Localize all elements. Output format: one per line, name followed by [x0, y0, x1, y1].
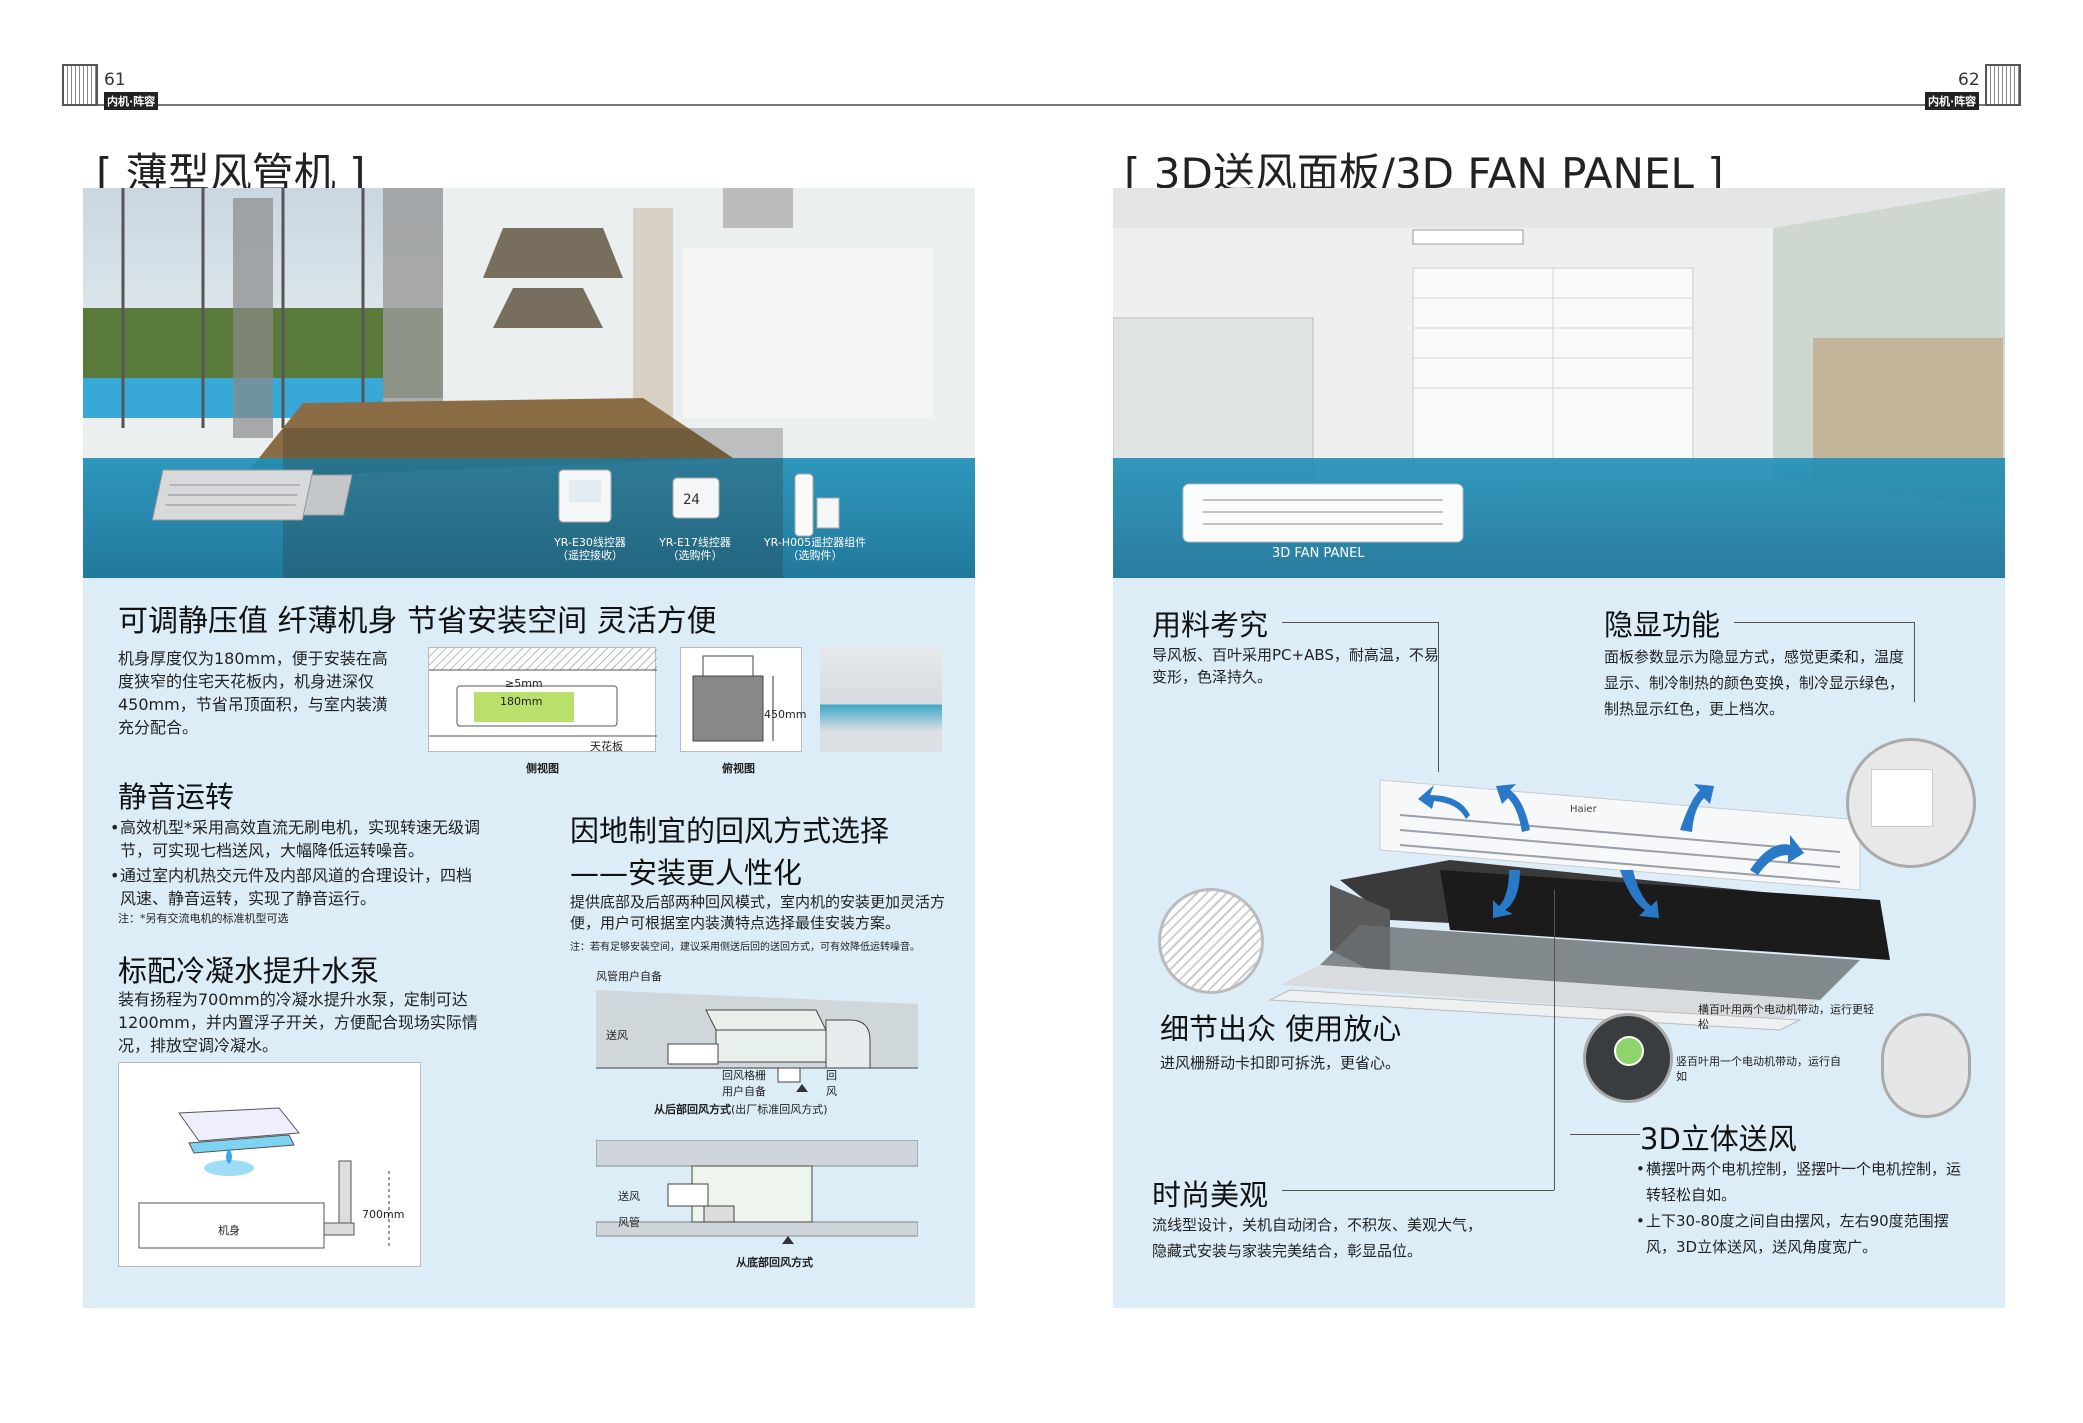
- page-corner-icon-right: [1985, 64, 2021, 106]
- page-tag-left: 内机·阵容: [104, 92, 159, 110]
- return-air-text: 提供底部及后部两种回风模式，室内机的安装更加灵活方便，用户可根据室内装潢特点选择…: [570, 893, 946, 932]
- page-number-left: 61: [104, 70, 126, 90]
- side-view-diagram: [428, 647, 657, 752]
- leader-line: [1554, 890, 1555, 1190]
- airflow-item-1: 横摆叶两个电机控制，竖摆叶一个电机控制，运转轻松自如。: [1636, 1156, 1966, 1208]
- hero-caption-e30: YR-E30线控器（遥控接收）: [554, 536, 626, 562]
- airflow-title: 3D立体送风: [1640, 1122, 1797, 1156]
- leader-line: [1438, 622, 1439, 772]
- vertical-motor-zoom-circle: [1583, 1013, 1673, 1103]
- horizontal-motor-zoom-circle: [1881, 1013, 1971, 1118]
- motor-vertical-note: 竖百叶用一个电动机带动，运行自如: [1676, 1055, 1841, 1083]
- hidden-title: 隐显功能: [1604, 608, 1721, 642]
- quiet-item-1: 高效机型*采用高效直流无刷电机，实现转速无级调节，可实现七档送风，大幅降低运转噪…: [110, 816, 480, 862]
- bottom-supply-label: 送风: [618, 1190, 640, 1203]
- label-5mm: ≥5mm: [505, 677, 543, 690]
- fashion-text: 流线型设计，关机自动闭合，不积灰、美观大气，隐藏式安装与家装完美结合，彰显品位。: [1152, 1216, 1483, 1260]
- page-tag-right: 内机·阵容: [1925, 92, 1980, 110]
- hero-image-right: [1113, 188, 2005, 578]
- airflow-item-2: 上下30-80度之间自由摆风，左右90度范围摆风，3D立体送风，送风角度宽广。: [1636, 1208, 1966, 1260]
- bottom-return-diagram: [595, 1139, 919, 1260]
- material-text: 导风板、百叶采用PC+ABS，耐高温，不易变形，色泽持久。: [1152, 646, 1439, 686]
- leader-line: [1570, 1134, 1640, 1135]
- quiet-note: 注：*另有交流电机的标准机型可选: [118, 912, 289, 925]
- grille-zoom-circle: [1158, 888, 1264, 994]
- room-photo: [820, 647, 942, 752]
- label-ceiling: 天花板: [590, 740, 623, 753]
- material-title: 用料考究: [1152, 608, 1269, 642]
- hero-caption-h005: YR-H005遥控器组件（选购件）: [763, 536, 867, 562]
- pump-text: 装有扬程为700mm的冷凝水提升水泵，定制可达1200mm，并内置浮子开关，方便…: [118, 990, 478, 1055]
- top-view-diagram: [680, 647, 802, 752]
- quiet-item-2: 通过室内机热交元件及内部风道的合理设计，四档风速、静音运转，实现了静音运行。: [110, 864, 480, 910]
- quiet-title: 静音运转: [118, 780, 235, 814]
- left-headline: 可调静压值 纤薄机身 节省安装空间 灵活方便: [118, 604, 717, 639]
- pump-title: 标配冷凝水提升水泵: [118, 954, 380, 988]
- bottom-return-caption: 从底部回风方式: [736, 1256, 813, 1269]
- motor-horizontal-note: 横百叶用两个电动机带动，运行更轻松: [1698, 1003, 1874, 1031]
- label-700mm: 700mm: [362, 1208, 405, 1221]
- rear-return-label: 回风: [826, 1069, 837, 1098]
- leader-line: [1282, 1190, 1554, 1191]
- side-view-caption: 侧视图: [526, 762, 559, 775]
- fashion-title: 时尚美观: [1152, 1178, 1269, 1212]
- rear-grille-label: 回风格栅用户自备: [722, 1069, 766, 1098]
- rear-duct-user-label: 风管用户自备: [596, 970, 662, 983]
- e17-display: 24: [683, 492, 700, 508]
- display-zoom-circle: [1846, 738, 1976, 868]
- return-air-note: 注：若有足够安装空间，建议采用侧送后回的送回方式，可有效降低运转噪音。: [570, 942, 920, 953]
- rear-supply-label: 送风: [606, 1029, 628, 1042]
- detail-title: 细节出众 使用放心: [1160, 1012, 1402, 1046]
- header-rule: [62, 104, 2020, 106]
- airflow-list: 横摆叶两个电机控制，竖摆叶一个电机控制，运转轻松自如。 上下30-80度之间自由…: [1636, 1156, 1966, 1260]
- hero-panel-label: 3D FAN PANEL: [1272, 546, 1365, 561]
- leader-line: [1914, 622, 1915, 702]
- leader-line: [1734, 622, 1914, 623]
- leader-line: [1282, 622, 1438, 623]
- fan-panel-illustration: Haier: [1140, 720, 2000, 1120]
- label-450mm: 450mm: [764, 708, 807, 721]
- rear-return-diagram: [596, 980, 918, 1110]
- pump-diagram: [118, 1062, 421, 1267]
- label-body: 机身: [218, 1224, 240, 1237]
- brand-label: Haier: [1570, 804, 1598, 815]
- label-180mm: 180mm: [500, 695, 543, 708]
- hidden-text: 面板参数显示为隐显方式，感觉更柔和，温度显示、制冷制热的颜色变换，制冷显示绿色，…: [1604, 648, 1905, 718]
- quiet-list: 高效机型*采用高效直流无刷电机，实现转速无级调节，可实现七档送风，大幅降低运转噪…: [110, 816, 480, 910]
- page-corner-icon-left: [62, 64, 98, 106]
- return-air-title: 因地制宜的回风方式选择: [570, 814, 890, 848]
- page-number-right: 62: [1958, 70, 1980, 90]
- intro-text: 机身厚度仅为180mm，便于安装在高度狭窄的住宅天花板内，机身进深仅450mm，…: [118, 649, 388, 737]
- rear-return-caption: 从后部回风方式(出厂标准回风方式): [654, 1103, 828, 1116]
- detail-text: 进风栅掰动卡扣即可拆洗，更省心。: [1160, 1054, 1401, 1072]
- return-air-subtitle: ——安装更人性化: [570, 856, 803, 890]
- top-view-caption: 俯视图: [722, 762, 755, 775]
- hero-image-left: 24: [83, 188, 975, 578]
- hero-caption-e17: YR-E17线控器（选购件）: [659, 536, 731, 562]
- bottom-duct-label: 风管: [618, 1216, 640, 1229]
